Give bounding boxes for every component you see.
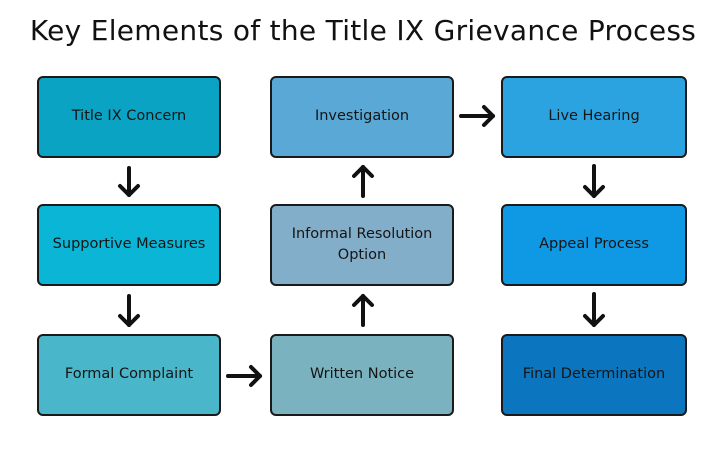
- arrow-down-icon: [118, 294, 140, 327]
- arrow-down-icon: [118, 166, 140, 197]
- diagram-title: Key Elements of the Title IX Grievance P…: [29, 14, 697, 47]
- step-written-notice: Written Notice: [270, 334, 454, 416]
- arrow-down-icon: [583, 292, 605, 327]
- step-informal-resolution-option: Informal Resolution Option: [270, 204, 454, 286]
- arrow-up-icon: [352, 165, 374, 198]
- step-investigation: Investigation: [270, 76, 454, 158]
- step-supportive-measures: Supportive Measures: [37, 204, 221, 286]
- step-live-hearing: Live Hearing: [501, 76, 687, 158]
- step-final-determination: Final Determination: [501, 334, 687, 416]
- arrow-up-icon: [352, 294, 374, 327]
- step-title-ix-concern: Title IX Concern: [37, 76, 221, 158]
- step-formal-complaint: Formal Complaint: [37, 334, 221, 416]
- arrow-down-icon: [583, 164, 605, 198]
- arrow-right-icon: [459, 105, 495, 127]
- arrow-right-icon: [226, 365, 262, 387]
- step-appeal-process: Appeal Process: [501, 204, 687, 286]
